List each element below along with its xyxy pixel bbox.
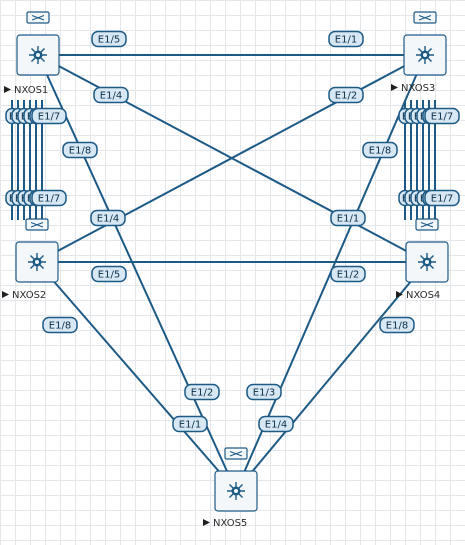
svg-text:E1/7: E1/7 [431, 112, 453, 123]
node-nxos5[interactable]: NXOS5 [203, 447, 258, 529]
node-label: NXOS4 [406, 290, 440, 301]
link-nxos2-nxos5[interactable] [36, 261, 237, 492]
svg-text:E1/7: E1/7 [38, 112, 60, 123]
nexus-switch-icon [28, 253, 46, 271]
svg-text:E1/7: E1/7 [38, 194, 60, 205]
nexus-switch-icon [29, 46, 47, 64]
port-label: E1/2 [330, 265, 366, 283]
nexus-switch-icon [418, 253, 436, 271]
port-label: E1/7 [424, 107, 460, 125]
node-nxos2[interactable]: NXOS2 [2, 218, 59, 301]
port-label: E1/2 [328, 86, 364, 104]
svg-text:E1/2: E1/2 [337, 270, 359, 281]
port-label: E1/7 [31, 107, 67, 125]
nexus-switch-icon [416, 46, 434, 64]
svg-text:E1/5: E1/5 [98, 270, 120, 281]
port-label: E1/8 [62, 141, 98, 159]
svg-text:E1/3: E1/3 [253, 388, 275, 399]
svg-text:E1/4: E1/4 [100, 91, 122, 102]
svg-text:E1/5: E1/5 [98, 35, 120, 46]
node-label: NXOS1 [14, 85, 48, 96]
svg-text:E1/8: E1/8 [369, 146, 391, 157]
svg-text:E1/8: E1/8 [69, 146, 91, 157]
port-label: E1/7 [31, 189, 67, 207]
svg-text:E1/1: E1/1 [179, 420, 201, 431]
svg-text:E1/4: E1/4 [97, 214, 119, 225]
svg-text:E1/7: E1/7 [431, 194, 453, 205]
port-label: E1/4 [258, 415, 294, 433]
port-label: E1/8 [362, 141, 398, 159]
port-label: E1/8 [379, 316, 415, 334]
node-label: NXOS2 [12, 290, 46, 301]
svg-text:E1/1: E1/1 [337, 214, 359, 225]
node-nxos3[interactable]: NXOS3 [391, 11, 447, 94]
switch-top-icon [415, 218, 439, 231]
port-label: E1/3 [246, 383, 282, 401]
svg-text:E1/2: E1/2 [191, 388, 213, 399]
svg-text:E1/2: E1/2 [335, 91, 357, 102]
switch-top-icon [26, 11, 50, 24]
port-label: E1/1 [328, 30, 364, 48]
port-label: E1/7 [424, 189, 460, 207]
port-label: E1/4 [93, 86, 129, 104]
port-label: E1/1 [330, 209, 366, 227]
node-label: NXOS5 [213, 518, 247, 529]
port-label: E1/1 [172, 415, 208, 433]
port-label: E1/2 [184, 383, 220, 401]
port-label: E1/8 [42, 316, 78, 334]
port-label: E1/5 [91, 30, 127, 48]
switch-top-icon [413, 11, 437, 24]
svg-text:E1/8: E1/8 [386, 321, 408, 332]
svg-text:E1/4: E1/4 [265, 420, 287, 431]
link-nxos4-nxos5[interactable] [235, 261, 428, 492]
node-label: NXOS3 [401, 83, 435, 94]
port-label: E1/4 [90, 209, 126, 227]
node-nxos1[interactable]: NXOS1 [4, 11, 60, 96]
svg-text:E1/8: E1/8 [49, 321, 71, 332]
nexus-switch-icon [227, 482, 245, 500]
svg-text:E1/1: E1/1 [335, 35, 357, 46]
switch-top-icon [224, 447, 248, 460]
port-label: E1/5 [91, 265, 127, 283]
switch-top-icon [25, 218, 49, 231]
node-nxos4[interactable]: NXOS4 [396, 218, 449, 301]
